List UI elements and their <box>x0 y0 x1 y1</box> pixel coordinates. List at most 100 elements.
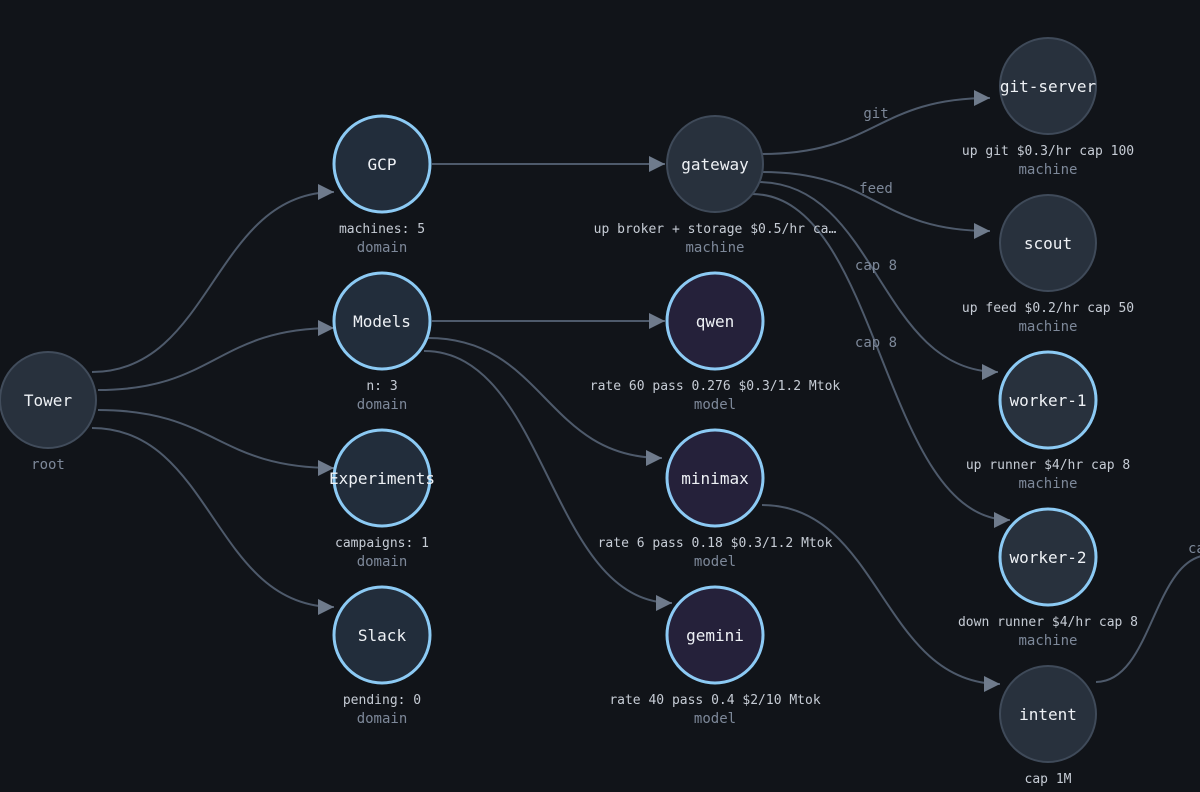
node-models[interactable]: Models n: 3 domain <box>332 271 432 413</box>
node-circle[interactable] <box>999 37 1097 135</box>
edge-models-to-gemini <box>423 350 673 611</box>
node-detail: rate 60 pass 0.276 $0.3/1.2 Mtok <box>590 379 841 394</box>
arrowhead-icon <box>649 313 665 329</box>
node-circle[interactable] <box>665 585 765 685</box>
node-detail: n: 3 <box>366 379 397 394</box>
node-kind: domain <box>357 554 408 570</box>
node-detail: up feed $0.2/hr cap 50 <box>962 301 1134 316</box>
node-kind: root <box>31 457 65 473</box>
node-detail: pending: 0 <box>343 693 421 708</box>
edge-tower-to-models <box>97 320 335 391</box>
node-kind: machine <box>1018 633 1077 649</box>
node-gemini[interactable]: gemini rate 40 pass 0.4 $2/10 Mtok model <box>609 585 821 727</box>
node-detail: up git $0.3/hr cap 100 <box>962 144 1134 159</box>
edge-minimax-to-intent <box>761 504 1001 692</box>
edge-line <box>427 337 663 459</box>
node-detail: down runner $4/hr cap 8 <box>958 615 1138 630</box>
node-circle[interactable] <box>998 350 1098 450</box>
node-minimax[interactable]: minimax rate 6 pass 0.18 $0.3/1.2 Mtok mod… <box>598 428 833 570</box>
node-kind: domain <box>357 397 408 413</box>
edge-gateway-to-scout: feed <box>761 171 991 239</box>
node-label: Models <box>353 312 411 331</box>
node-circle[interactable] <box>666 115 764 213</box>
node-qwen[interactable]: qwen rate 60 pass 0.276 $0.3/1.2 Mtok mode… <box>590 271 841 413</box>
arrowhead-icon <box>982 364 998 380</box>
edge-line <box>751 193 1011 521</box>
edge-line <box>97 409 335 469</box>
node-slack[interactable]: Slack pending: 0 domain <box>332 585 432 727</box>
edge-tower-to-gcp <box>91 183 335 373</box>
node-circle[interactable] <box>999 194 1097 292</box>
node-circle[interactable] <box>332 428 432 528</box>
edge-label: git <box>863 106 888 122</box>
edge-label: feed <box>859 181 893 197</box>
node-label: Tower <box>24 391 73 410</box>
node-circle[interactable] <box>0 351 97 449</box>
node-kind: model <box>694 711 736 727</box>
edge-intent-to-offscreen <box>1095 555 1200 683</box>
node-circle[interactable] <box>332 114 432 214</box>
node-detail: cap 1M <box>1025 772 1072 787</box>
edge-line <box>91 191 335 373</box>
node-circle[interactable] <box>999 665 1097 763</box>
edge-line <box>757 181 999 373</box>
node-label: minimax <box>681 469 749 488</box>
edge-line <box>761 171 991 232</box>
arrowhead-icon <box>318 460 334 476</box>
node-label: Slack <box>358 626 407 645</box>
node-kind: domain <box>357 240 408 256</box>
node-kind: machine <box>685 240 744 256</box>
arrowhead-icon <box>646 450 662 466</box>
node-label: GCP <box>368 155 397 174</box>
node-detail: campaigns: 1 <box>335 536 429 551</box>
edge-tower-to-experiments <box>97 409 335 476</box>
node-gateway[interactable]: gateway up broker + storage $0.5/hr ca… ma… <box>594 115 837 256</box>
edge-line <box>1095 555 1200 683</box>
node-label: gateway <box>681 155 749 174</box>
arrowhead-icon <box>318 320 334 336</box>
node-circle[interactable] <box>665 271 765 371</box>
node-tower[interactable]: Tower root <box>0 351 97 473</box>
node-circle[interactable] <box>332 271 432 371</box>
node-kind: model <box>694 397 736 413</box>
node-label: gemini <box>686 626 744 645</box>
node-label: qwen <box>696 312 735 331</box>
node-circle[interactable] <box>332 585 432 685</box>
arrowhead-icon <box>974 89 990 106</box>
arrowhead-icon <box>649 155 665 172</box>
edge-line <box>91 427 335 608</box>
node-detail: machines: 5 <box>339 222 425 237</box>
node-label: git-server <box>1000 77 1097 96</box>
node-kind: model <box>694 554 736 570</box>
node-circle[interactable] <box>665 428 765 528</box>
node-git-server[interactable]: git-server up git $0.3/hr cap 100 machine <box>962 37 1134 178</box>
edge-line <box>761 504 1001 685</box>
edge-gateway-to-worker-1: cap 8 <box>757 181 999 380</box>
node-detail: rate 40 pass 0.4 $2/10 Mtok <box>609 693 820 708</box>
node-kind: machine <box>1018 319 1077 335</box>
node-detail: up broker + storage $0.5/hr ca… <box>594 222 837 237</box>
node-label: scout <box>1024 234 1072 253</box>
node-circle[interactable] <box>998 507 1098 607</box>
edge-gcp-to-gateway <box>432 155 665 172</box>
node-gcp[interactable]: GCP machines: 5 domain <box>332 114 432 256</box>
node-label: Experiments <box>329 469 435 488</box>
node-kind: machine <box>1018 476 1077 492</box>
node-detail: rate 6 pass 0.18 $0.3/1.2 Mtok <box>598 536 833 551</box>
partial-edge-label: ca <box>1188 541 1200 557</box>
node-kind: machine <box>1018 162 1077 178</box>
node-scout[interactable]: scout up feed $0.2/hr cap 50 machine <box>962 194 1134 335</box>
node-detail: up runner $4/hr cap 8 <box>966 458 1130 473</box>
node-kind: domain <box>357 711 408 727</box>
edge-models-to-qwen <box>432 313 665 329</box>
node-experiments[interactable]: Experiments campaigns: 1 domain <box>329 428 435 570</box>
edge-label: cap 8 <box>855 335 897 351</box>
arrowhead-icon <box>994 512 1010 528</box>
edge-line <box>423 350 673 604</box>
